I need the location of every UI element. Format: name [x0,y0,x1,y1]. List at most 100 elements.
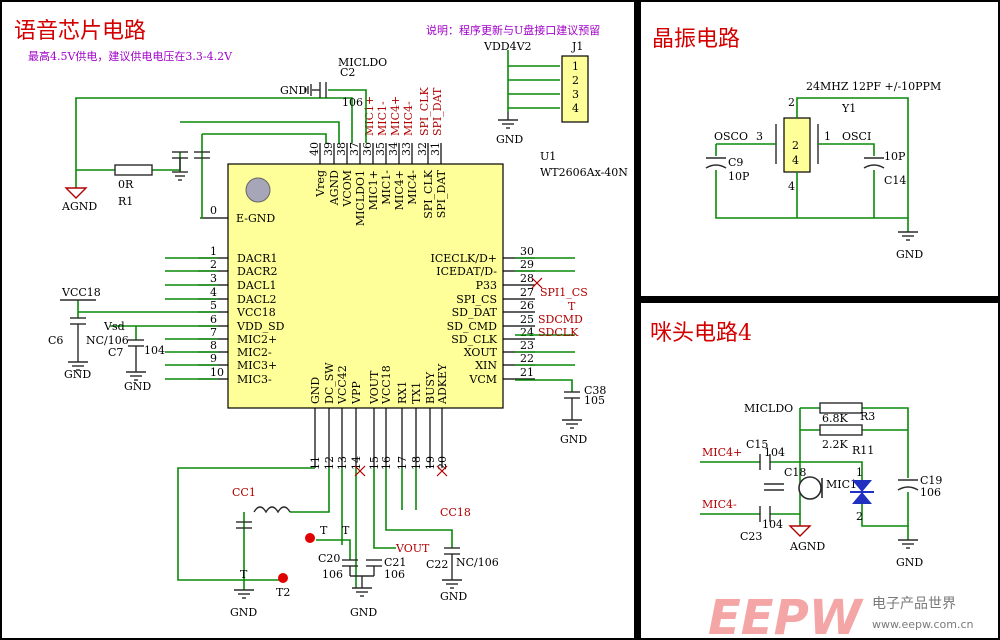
t-label-1: T [320,524,328,537]
agnd-label: AGND [61,200,97,213]
bottom-pin-name: DC_SW [323,362,336,404]
right-pin-num: 30 [520,245,534,258]
bottom-pin-num: 18 [410,456,423,470]
crystal-right-net: OSCI [842,130,871,143]
top-pin-num: 40 [308,142,321,156]
right-pin-num: 26 [520,299,534,312]
left-pin-name: DACR1 [237,252,277,265]
left-pin-num: 1 [210,245,217,258]
left-pin-name: MIC2+ [237,333,277,346]
top-pin-name: VCOM [341,170,354,208]
vcc18-label: VCC18 [61,286,101,299]
c38-gnd: GND [560,433,587,446]
right-pin-name: SD_CMD [447,320,498,333]
net-sdcmd: SDCMD [538,313,583,326]
t-label-2: T [342,524,350,537]
r1-val: 0R [118,178,134,191]
eepw-watermark: EEPW 电子产品世界 www.eepw.com.cn [708,590,974,640]
c22-capacitor [442,547,462,589]
bottom-pin-num: 16 [380,456,393,470]
c2-gnd: GND [280,84,307,97]
crystal-pin-2: 2 [788,96,795,109]
nc-marks-bottom [354,465,448,477]
left-pin-num: 5 [210,299,217,312]
r3-val: 6.8K [822,412,848,425]
c14-val: 10P [884,150,906,163]
right-pin-num: 25 [520,313,534,326]
svg-text:电子产品世界: 电子产品世界 [872,596,956,612]
bottom-pin-num: 20 [436,456,449,470]
j1-pin-3: 3 [572,88,579,101]
left-pin-name: DACR2 [237,265,277,278]
j1-connector [561,55,589,123]
t2-label: T2 [276,586,290,599]
right-pin-num: 29 [520,258,534,271]
net-sdclk: SDCLK [538,326,579,339]
c18-ref: C18 [784,466,806,479]
bottom-pin-num: 11 [309,456,322,470]
mic-gnd: GND [896,556,923,569]
left-pin-num: 9 [210,352,217,365]
crystal-wires [715,97,909,232]
top-pin-name: MICLDO1 [354,170,367,226]
main-wires [75,50,575,590]
top-pin-num: 31 [429,142,442,156]
right-pin-name: SD_CLK [451,333,498,346]
net-t: T [568,300,576,313]
bottom-pin-num: 12 [323,456,336,470]
crystal-spec: 24MHZ 12PF +/-10PPM [806,80,941,93]
cc1-label: CC1 [232,486,256,499]
top-pin-name: SPI_CLK [422,169,435,219]
j1-net: VDD4V2 [483,40,532,53]
mic-panel [641,303,998,638]
crystal-left-net: OSCO [714,130,748,143]
j1-pin-1: 1 [572,60,579,73]
c7-ref: C7 [108,346,123,359]
c20-val: 106 [322,568,343,581]
inductor [253,506,291,514]
right-pin-num: 28 [520,272,534,285]
c22-val: NC/106 [456,556,499,569]
right-pin-name: SD_DAT [452,306,498,319]
t2-testpoint[interactable] [278,573,288,583]
top-pin-num: 36 [361,142,374,156]
net-mic1p: MIC1+ [363,96,376,136]
bottom-pin-name: BUSY [424,371,437,404]
top-pin-num: 37 [348,142,361,156]
t-testpoint[interactable] [305,533,315,543]
crystal-pin-4: 4 [788,180,795,193]
top-pin-name: MIC4- [406,170,419,205]
egnd-pin-num: 0 [210,204,217,217]
crystal-caps [705,157,918,241]
left-pin-num: 8 [210,339,217,352]
left-pin-name: MIC3- [237,373,272,386]
net-mic4p: MIC4+ [389,96,402,136]
net-micldo: MICLDO [338,56,387,69]
crystal-inner-2: 2 [792,139,799,152]
power-note: 最高4.5V供电，建议供电电压在3.3-4.2V [28,49,233,63]
j1-ref: J1 [571,40,583,53]
right-pin-num: 22 [520,352,534,365]
vsd-label: Vsd [103,320,125,333]
r3-resistor [819,402,863,414]
mic-caps [759,454,919,522]
c22-ref: C22 [426,558,448,571]
mic-element [798,476,822,500]
right-pin-num: 23 [520,339,534,352]
mic-ldo-net: MICLDO [744,402,793,415]
svg-text:www.eepw.com.cn: www.eepw.com.cn [872,618,974,631]
r1-resistor [114,164,153,176]
c2-ref: C2 [340,66,355,79]
left-pin-name: MIC3+ [237,359,277,372]
net-mic4n: MIC4- [402,101,415,136]
bottom-gnd-1: GND [230,606,257,619]
diode-pin-2: 2 [856,510,863,523]
top-pin-name: AGND [328,170,341,206]
net-spiclk: SPI_CLK [418,86,431,136]
bottom-pin-name: ADKEY [436,363,449,405]
c20-ref: C20 [318,552,340,565]
nc-mark-p33 [531,277,543,289]
top-pin-name: MIC1+ [367,170,380,210]
net-spidat: SPI_DAT [431,87,444,136]
